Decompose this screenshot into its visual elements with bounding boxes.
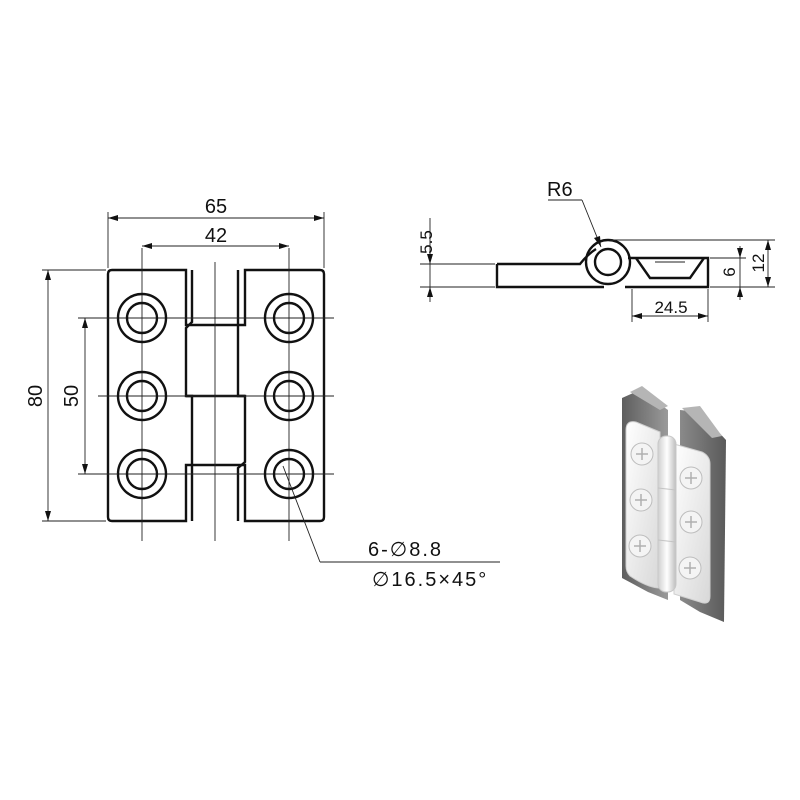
dimension-width-holes: 42 (142, 225, 289, 249)
side-knuckle-outer (584, 238, 632, 286)
step-height-label: 6 (720, 267, 739, 276)
phillips-screw-icon (628, 534, 652, 558)
front-view: 65 42 80 50 (25, 196, 500, 591)
width-holes-label: 42 (205, 225, 227, 247)
hole-mid-left (116, 370, 168, 422)
phillips-screw-icon (679, 510, 703, 534)
radius-label: R6 (547, 179, 573, 201)
dimension-total-thickness: 12 (610, 239, 775, 288)
width-overall-label: 65 (205, 196, 227, 218)
height-holes-label: 50 (61, 385, 83, 407)
phillips-screw-icon (678, 556, 702, 580)
dimension-radius: R6 (547, 179, 602, 248)
dimension-leaf-thickness: 5.5 (417, 218, 495, 302)
hinge-outline (106, 268, 326, 523)
side-knuckle-inner (593, 247, 623, 277)
total-thickness-label: 12 (749, 254, 768, 273)
photo-knuckle (657, 435, 677, 593)
countersink-width-label: 24.5 (654, 298, 687, 317)
height-overall-label: 80 (25, 385, 47, 407)
hole-bottom-right (263, 448, 315, 500)
side-leaf-right (625, 256, 710, 289)
phillips-screw-icon (629, 488, 653, 512)
product-photo (622, 386, 726, 622)
hole-top-right (263, 292, 315, 344)
dimension-height-holes: 50 (61, 317, 118, 475)
phillips-screw-icon (630, 442, 654, 466)
countersink-spec-label: ∅16.5×45° (372, 569, 488, 591)
center-lines (98, 248, 334, 541)
side-view: R6 5.5 12 6 (417, 179, 775, 322)
hole-mid-right (263, 370, 315, 422)
dimension-step-height: 6 (710, 246, 746, 300)
dimension-countersink-width: 24.5 (631, 289, 709, 322)
dimension-height-overall: 80 (25, 269, 106, 522)
knuckle-line-right (236, 270, 247, 521)
hole-callout: 6-∅8.8 ∅16.5×45° (282, 465, 500, 591)
knuckle-line-left (184, 270, 194, 521)
side-countersink (635, 257, 705, 280)
hole-spec-label: 6-∅8.8 (368, 539, 443, 561)
phillips-screw-icon (679, 466, 703, 490)
dimension-width-overall: 65 (107, 196, 325, 268)
leaf-thickness-label: 5.5 (417, 230, 436, 254)
